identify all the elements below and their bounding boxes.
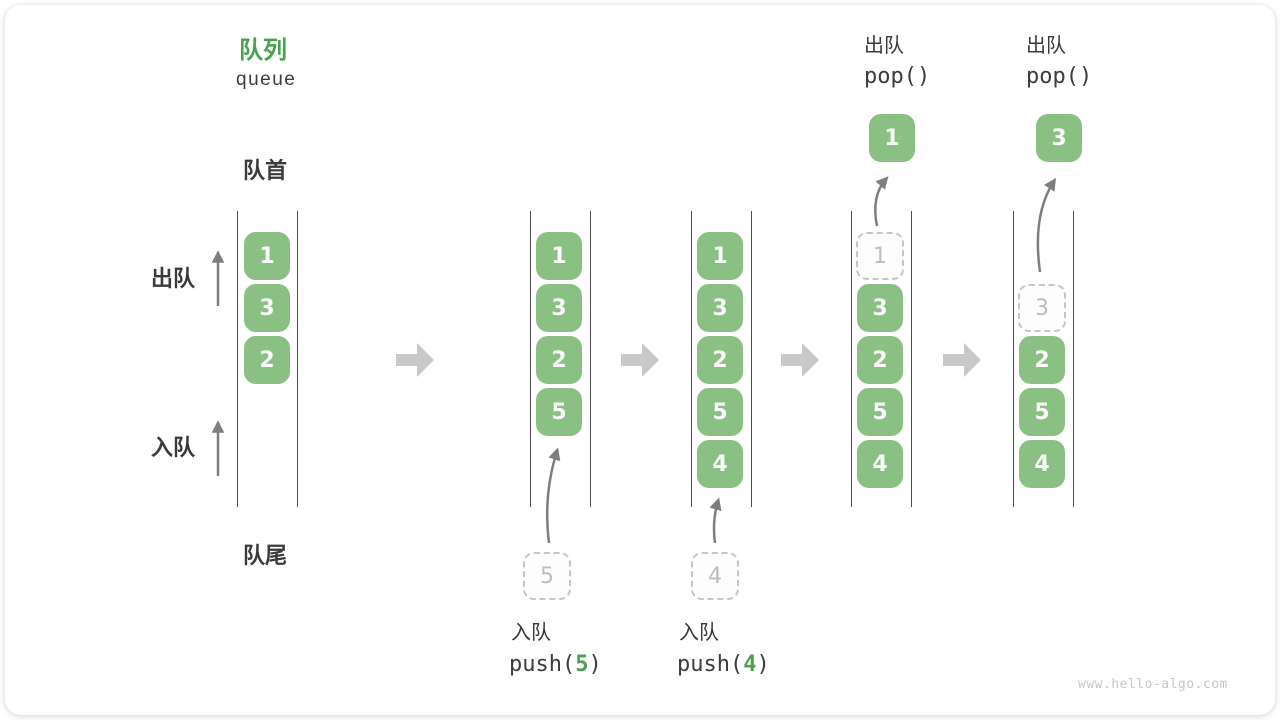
popped-element: 1 [869,114,915,162]
queue-channel-4 [851,211,912,507]
code-pop2: pop() [1026,64,1093,89]
code-push5-post: ) [588,652,602,677]
queue-element: 5 [536,388,582,436]
queue-channel-3 [691,211,752,507]
code-push4-arg: 4 [743,652,757,677]
queue-channel-2 [530,211,591,507]
code-push4-post: ) [756,652,770,677]
code-push5-pre: push( [509,652,576,677]
queue-channel-1 [237,211,298,507]
queue-element: 2 [857,336,903,384]
label-enqueue-op1: 入队 [511,622,551,644]
queue-element: 1 [697,232,743,280]
queue-element: 3 [244,284,290,332]
label-queue-front: 队首 [243,158,288,183]
queue-element: 4 [697,440,743,488]
queue-element: 2 [244,336,290,384]
queue-element: 2 [536,336,582,384]
popped-element: 3 [1036,114,1082,162]
code-push5: push(5) [509,652,602,677]
code-push4-pre: push( [677,652,744,677]
queue-element-removed-slot: 3 [1018,284,1066,332]
diagram-title-zh: 队列 [239,37,287,64]
queue-element: 3 [536,284,582,332]
label-dequeue-op2: 出队 [1026,35,1066,57]
pending-enqueue-element: 5 [523,552,571,600]
queue-element: 5 [857,388,903,436]
queue-element: 5 [1019,388,1065,436]
queue-element: 3 [857,284,903,332]
queue-channel-5 [1013,211,1074,507]
queue-element: 2 [697,336,743,384]
queue-element: 2 [1019,336,1065,384]
label-dequeue-op1: 出队 [864,35,904,57]
label-enqueue-op2: 入队 [679,622,719,644]
pending-enqueue-element: 4 [691,552,739,600]
queue-element: 1 [244,232,290,280]
label-dequeue-left: 出队 [151,266,196,291]
card-background [5,5,1275,715]
code-push5-arg: 5 [575,652,589,677]
label-enqueue-left: 入队 [151,435,196,460]
queue-element: 1 [536,232,582,280]
code-push4: push(4) [677,652,770,677]
queue-element-removed-slot: 1 [856,232,904,280]
queue-element: 3 [697,284,743,332]
watermark: www.hello-algo.com [1078,677,1228,692]
queue-element: 5 [697,388,743,436]
queue-element: 4 [1019,440,1065,488]
queue-element: 4 [857,440,903,488]
code-pop1: pop() [864,64,931,89]
label-queue-rear: 队尾 [243,543,288,568]
diagram-title-en: queue [236,69,297,90]
